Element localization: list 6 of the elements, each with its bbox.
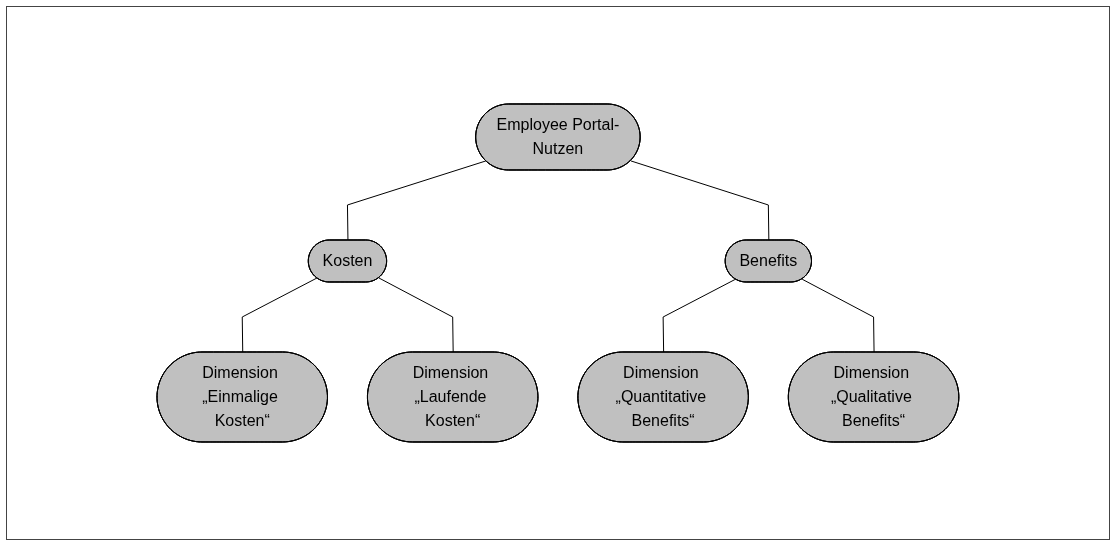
connector (801, 278, 875, 353)
connector (241, 277, 318, 353)
connector (662, 278, 737, 353)
connector (378, 277, 454, 353)
connector (630, 160, 770, 241)
connector (347, 160, 487, 241)
